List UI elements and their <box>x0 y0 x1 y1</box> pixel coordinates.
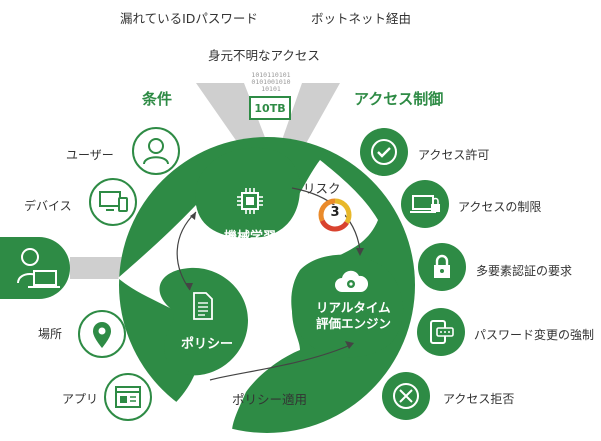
risk-score: 3 <box>330 205 340 220</box>
chip-icon <box>235 186 265 216</box>
action-mfa-label: 多要素認証の要求 <box>476 264 573 278</box>
data-size-box: 10TB <box>249 96 291 120</box>
padlock-icon <box>418 243 466 291</box>
bits-line: 1010110101 <box>251 71 291 79</box>
risk-gauge <box>318 198 352 232</box>
risk-label: リスク <box>303 181 341 196</box>
action-deny-label: アクセス拒否 <box>443 392 515 406</box>
location-pin-icon <box>78 310 126 358</box>
app-window-icon <box>104 373 152 421</box>
threat-unknown-access: 身元不明なアクセス <box>208 48 320 63</box>
condition-user-label: ユーザー <box>66 148 114 162</box>
bits-line: 0101001010 <box>251 78 291 86</box>
ml-policy-arrow <box>176 211 197 291</box>
deny-x-icon <box>382 372 430 420</box>
policy-blob <box>159 267 248 376</box>
condition-app-label: アプリ <box>62 392 99 406</box>
action-restrict-label: アクセスの制限 <box>458 200 542 214</box>
engine-label-line2: 評価エンジン <box>316 316 392 331</box>
arrow-head <box>356 248 364 256</box>
devices-icon <box>89 178 137 226</box>
threat-leaked-id: 漏れているIDパスワード <box>120 11 258 26</box>
policy-apply-label: ポリシー適用 <box>232 392 308 407</box>
password-phone-icon <box>417 308 465 356</box>
user-laptop-icon <box>0 237 70 299</box>
user-icon <box>132 127 180 175</box>
conditions-header: 条件 <box>142 90 173 108</box>
arrow-head <box>345 341 354 349</box>
arrow-head <box>186 283 193 290</box>
policy-label: ポリシー <box>181 337 234 352</box>
data-bits: 1010110101 0101001010 10101 <box>247 72 295 93</box>
check-circle-icon <box>360 128 408 176</box>
arrow-head <box>190 212 196 220</box>
bits-line: 10101 <box>261 85 281 93</box>
cloud-gear-icon <box>334 268 368 294</box>
threat-botnet: ボットネット経由 <box>311 11 412 26</box>
access-control-header: アクセス制御 <box>354 90 444 108</box>
engine-label-line1: リアルタイム <box>316 300 391 315</box>
action-force-password-label: パスワード変更の強制 <box>474 328 595 342</box>
action-allow-label: アクセス許可 <box>418 148 490 162</box>
funnel-shape <box>196 83 340 172</box>
laptop-lock-icon <box>401 180 449 228</box>
machine-learning-label: 機械学習 <box>224 230 277 245</box>
condition-device-label: デバイス <box>24 199 72 213</box>
condition-location-label: 場所 <box>38 327 63 341</box>
policy-apply-arrow <box>209 345 349 381</box>
engine-label: リアルタイム 評価エンジン <box>316 300 392 332</box>
document-icon <box>192 292 214 320</box>
engine-blob <box>291 254 404 358</box>
